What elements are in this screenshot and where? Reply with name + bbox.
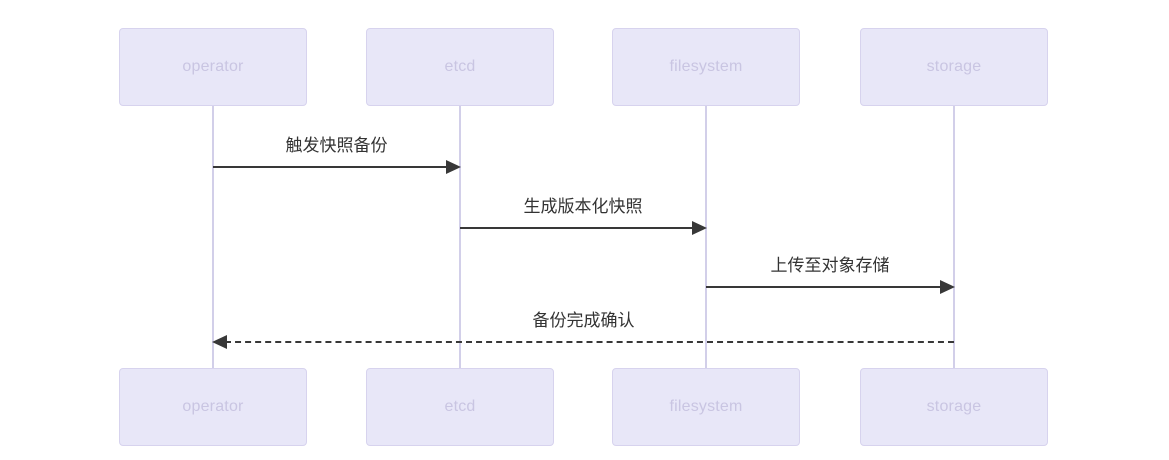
arrowhead-right-icon	[446, 160, 461, 174]
actor-top-etcd: etcd	[366, 28, 554, 106]
arrow-line	[706, 286, 942, 288]
arrow-line	[225, 341, 954, 343]
message-label: 触发快照备份	[285, 136, 388, 155]
message-label: 上传至对象存储	[770, 256, 890, 275]
message-arrow	[706, 280, 955, 294]
message-label: 生成版本化快照	[523, 197, 643, 216]
actor-label: etcd	[444, 398, 476, 415]
actor-top-storage: storage	[860, 28, 1048, 106]
actor-bottom-filesystem: filesystem	[612, 368, 800, 446]
message-arrow	[460, 221, 707, 235]
lifeline-etcd	[459, 106, 461, 368]
actor-label: storage	[926, 398, 982, 415]
lifeline-filesystem	[705, 106, 707, 368]
lifeline-storage	[953, 106, 955, 368]
message-label: 备份完成确认	[532, 311, 635, 330]
arrowhead-left-icon	[212, 335, 227, 349]
actor-label: filesystem	[669, 398, 743, 415]
actor-bottom-etcd: etcd	[366, 368, 554, 446]
message-arrow	[212, 335, 954, 349]
actor-label: filesystem	[669, 58, 743, 75]
actor-bottom-operator: operator	[119, 368, 307, 446]
arrowhead-right-icon	[940, 280, 955, 294]
actor-top-operator: operator	[119, 28, 307, 106]
actor-label: etcd	[444, 58, 476, 75]
arrow-line	[460, 227, 694, 229]
actor-label: operator	[182, 398, 244, 415]
actor-top-filesystem: filesystem	[612, 28, 800, 106]
lifeline-operator	[212, 106, 214, 368]
actor-label: storage	[926, 58, 982, 75]
actor-label: operator	[182, 58, 244, 75]
arrowhead-right-icon	[692, 221, 707, 235]
message-arrow	[213, 160, 461, 174]
actor-bottom-storage: storage	[860, 368, 1048, 446]
arrow-line	[213, 166, 448, 168]
